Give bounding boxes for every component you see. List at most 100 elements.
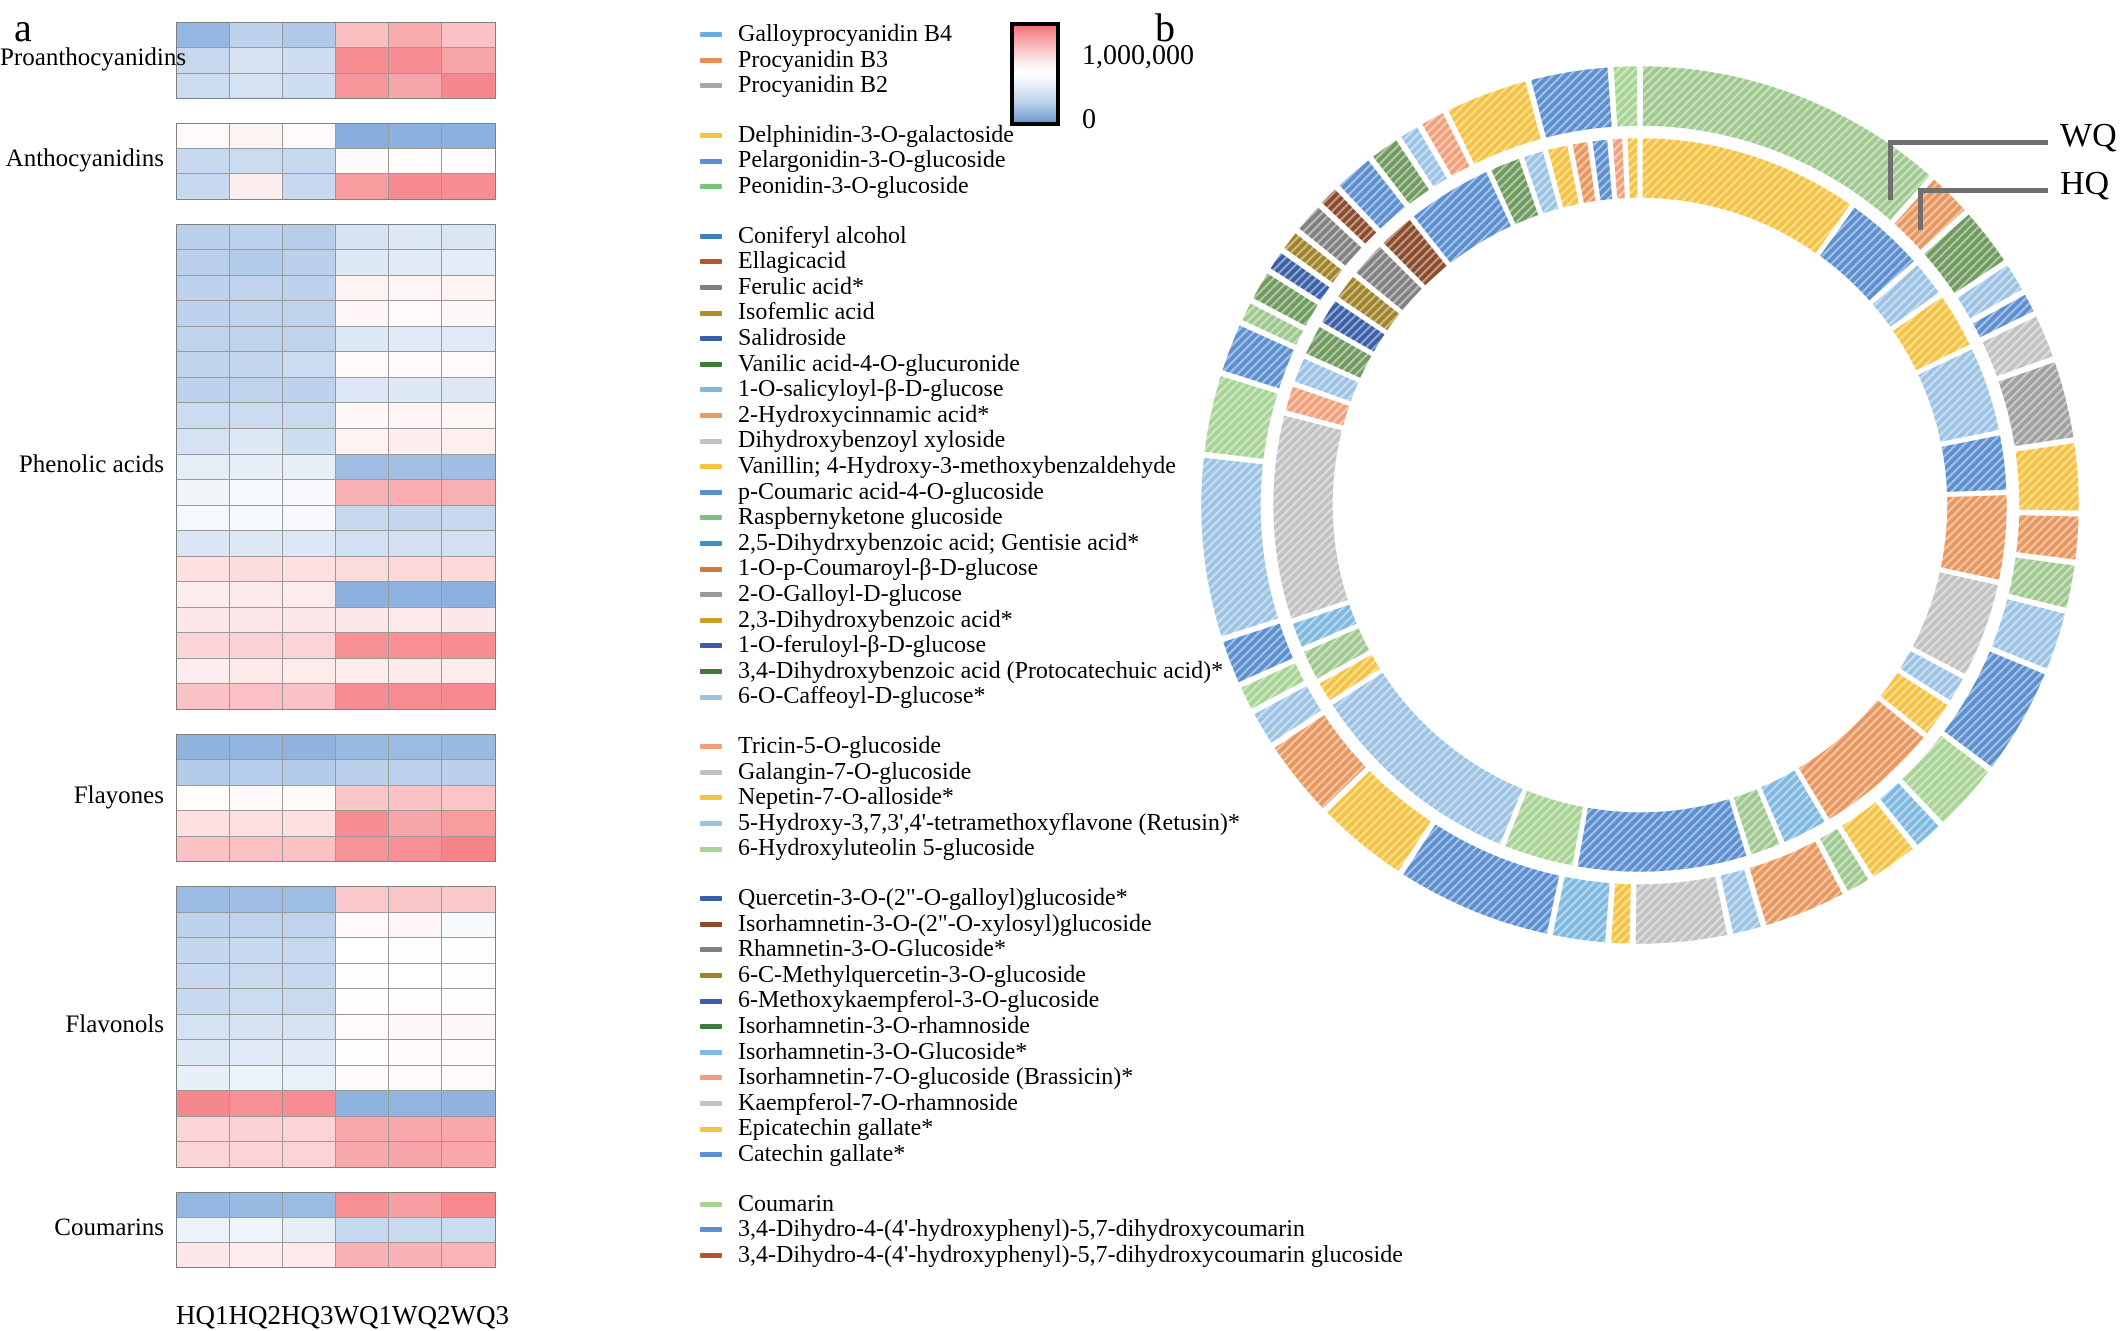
heatmap-cell (230, 811, 283, 837)
donut-segment (1250, 682, 1325, 747)
donut-segment (1238, 299, 1307, 349)
donut-segment (1295, 203, 1365, 270)
donut-segment (1746, 838, 1847, 929)
heatmap-cell (336, 887, 389, 913)
hq-callout-horizontal (1918, 188, 2048, 193)
legend-item-label: Vanilic acid-4-O-glucuronide (738, 350, 1020, 377)
heatmap-cell (283, 73, 336, 98)
legend-item-label: Vanillin; 4-Hydroxy-3-methoxybenzaldehyd… (738, 452, 1176, 479)
heatmap-cell (442, 1014, 495, 1041)
heatmap-group-label: Coumarins (54, 1214, 164, 1241)
heatmap-cell (389, 887, 442, 913)
legend-item: 2,3-Dihydroxybenzoic acid* (700, 607, 1223, 634)
donut-segment (1528, 64, 1615, 141)
heatmap-cell (177, 480, 230, 506)
legend-swatch-icon (700, 32, 722, 38)
heatmap-cell (389, 785, 442, 812)
heatmap-cell (389, 963, 442, 989)
heatmap-cell (336, 149, 389, 175)
legend-swatch-icon (700, 643, 722, 649)
donut-segment (1302, 323, 1375, 382)
donut-segment (1369, 136, 1433, 208)
legend-item-label: 1-O-p-Coumaroyl-β-D-glucose (738, 555, 1039, 582)
heatmap-cell (177, 403, 230, 429)
heatmap-cell (283, 582, 336, 608)
donut-segment (1608, 880, 1634, 947)
legend-item-label: Procyanidin B3 (738, 46, 888, 73)
donut-segment (1589, 137, 1615, 204)
legend-swatch-icon (700, 947, 722, 953)
heatmap-cell (177, 275, 230, 302)
donut-segment (1329, 669, 1526, 848)
heatmap-cell (230, 377, 283, 404)
heatmap-cell (336, 505, 389, 532)
heatmap-cell (442, 1065, 495, 1092)
heatmap-cell (389, 377, 442, 404)
heatmap-cell (336, 1091, 389, 1117)
heatmap-cell (283, 23, 336, 49)
donut-segment (1609, 136, 1628, 202)
heatmap-group-label: Phenolic acids (18, 450, 164, 478)
heatmap-cell (389, 224, 442, 251)
heatmap-cell (389, 1091, 442, 1117)
donut-segment (1730, 785, 1783, 858)
heatmap-cell (442, 1243, 495, 1268)
heatmap-cell (283, 1065, 336, 1092)
donut-segment (1795, 696, 1928, 823)
heatmap-cell (442, 352, 495, 378)
donut-segment (1625, 135, 1641, 201)
donut-svg (1198, 63, 2082, 947)
donut-segment (1282, 383, 1353, 429)
heatmap-cell (177, 48, 230, 74)
heatmap-cell (389, 1192, 442, 1218)
heatmap-cell (230, 23, 283, 49)
heatmap-cell (336, 250, 389, 276)
legend-item: Ellagicacid (700, 249, 1223, 275)
heatmap-cell (442, 1091, 495, 1117)
legend-item: Procyanidin B2 (700, 73, 952, 99)
legend-swatch-icon (700, 438, 722, 444)
donut-segment (1399, 820, 1563, 937)
legend-item-label: Isorhamnetin-3-O-rhamnoside (738, 1012, 1030, 1039)
heatmap-cell (389, 556, 442, 583)
heatmap-cell (230, 403, 283, 429)
heatmap-cell (177, 174, 230, 199)
legend-swatch-icon (700, 336, 722, 342)
heatmap-cell (283, 684, 336, 709)
heatmap-cell (283, 1116, 336, 1143)
hq-callout-label: HQ (2060, 165, 2110, 202)
wq-callout-horizontal (1888, 140, 2048, 145)
heatmap-cell (283, 938, 336, 964)
heatmap-cell (442, 1217, 495, 1244)
heatmap-cell (389, 48, 442, 74)
legend-swatch-icon (700, 285, 722, 291)
legend-swatch-icon (700, 821, 722, 827)
heatmap-group-label: Flavonols (65, 1010, 164, 1038)
column-label: HQ2 (228, 1300, 282, 1331)
legend-swatch-icon (700, 184, 722, 190)
legend-item: 2-Hydroxycinnamic acid* (700, 402, 1223, 429)
colorbar-max-label: 1,000,000 (1082, 40, 1194, 71)
donut-segment (1487, 155, 1542, 228)
legend-item-label: p-Coumaric acid-4-O-glucoside (738, 478, 1044, 505)
legend-item-label: Pelargonidin-3-O-glucoside (738, 147, 1006, 174)
heatmap-cell (230, 48, 283, 74)
heatmap-cell (283, 1014, 336, 1041)
colorbar-gradient (1010, 22, 1060, 126)
legend-item: 5-Hydroxy-3,7,3',4'-tetramethoxyflavone … (700, 810, 1240, 837)
heatmap-cell (230, 1217, 283, 1244)
legend-swatch-icon (700, 158, 722, 164)
legend-item: Nepetin-7-O-alloside* (700, 785, 1240, 811)
heatmap-cell (442, 275, 495, 302)
heatmap-cell (177, 1014, 230, 1041)
heatmap-cell (389, 684, 442, 709)
donut-segment (2013, 512, 2082, 563)
donut-segment (1270, 412, 1351, 622)
legend-swatch-icon (700, 1101, 722, 1107)
heatmap-cell (283, 1040, 336, 1066)
legend-item-label: 3,4-Dihydro-4-(4'-hydroxyphenyl)-5,7-dih… (738, 1216, 1305, 1243)
heatmap-cell (177, 531, 230, 557)
legend-item: Ferulic acid* (700, 274, 1223, 301)
legend-item-label: 3,4-Dihydro-4-(4'-hydroxyphenyl)-5,7-dih… (738, 1241, 1403, 1268)
